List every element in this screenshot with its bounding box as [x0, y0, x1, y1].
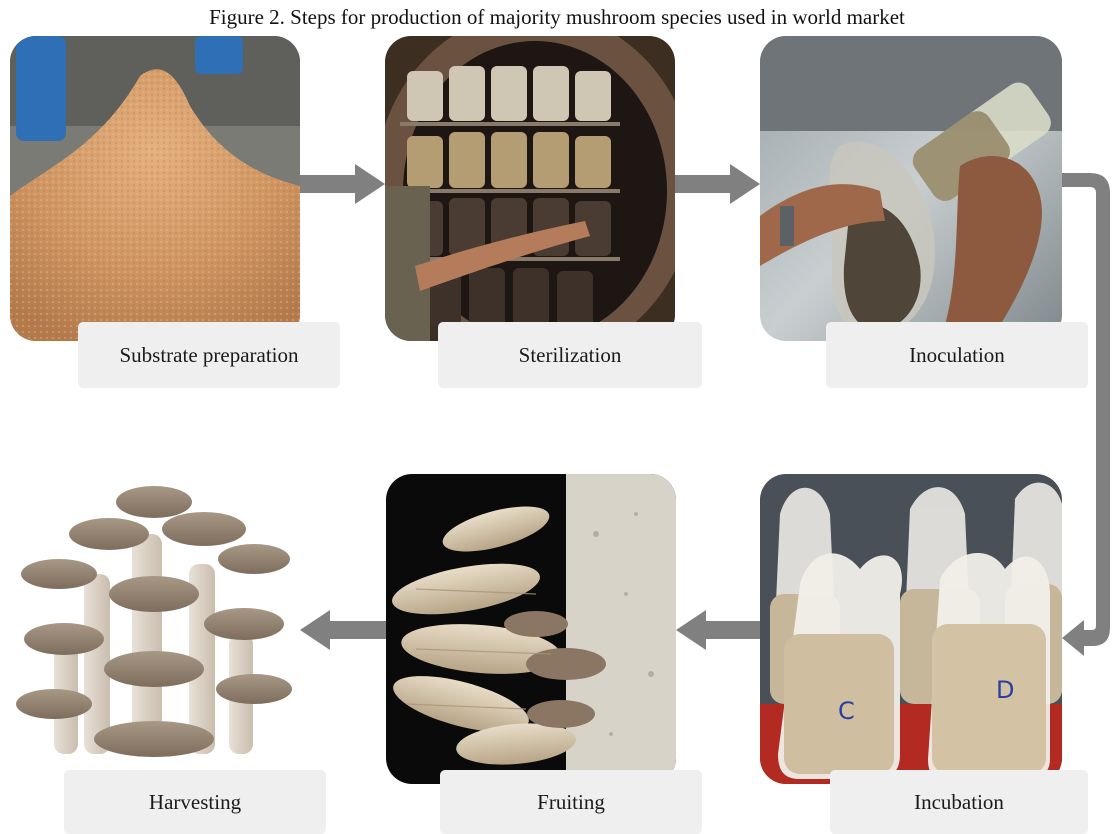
arrow-left-icon [676, 610, 760, 650]
arrow-left-icon [300, 610, 386, 650]
arrow-right-icon [300, 164, 385, 204]
arrow-right-icon [675, 164, 760, 204]
arrow-down-connector-icon [1062, 173, 1110, 656]
